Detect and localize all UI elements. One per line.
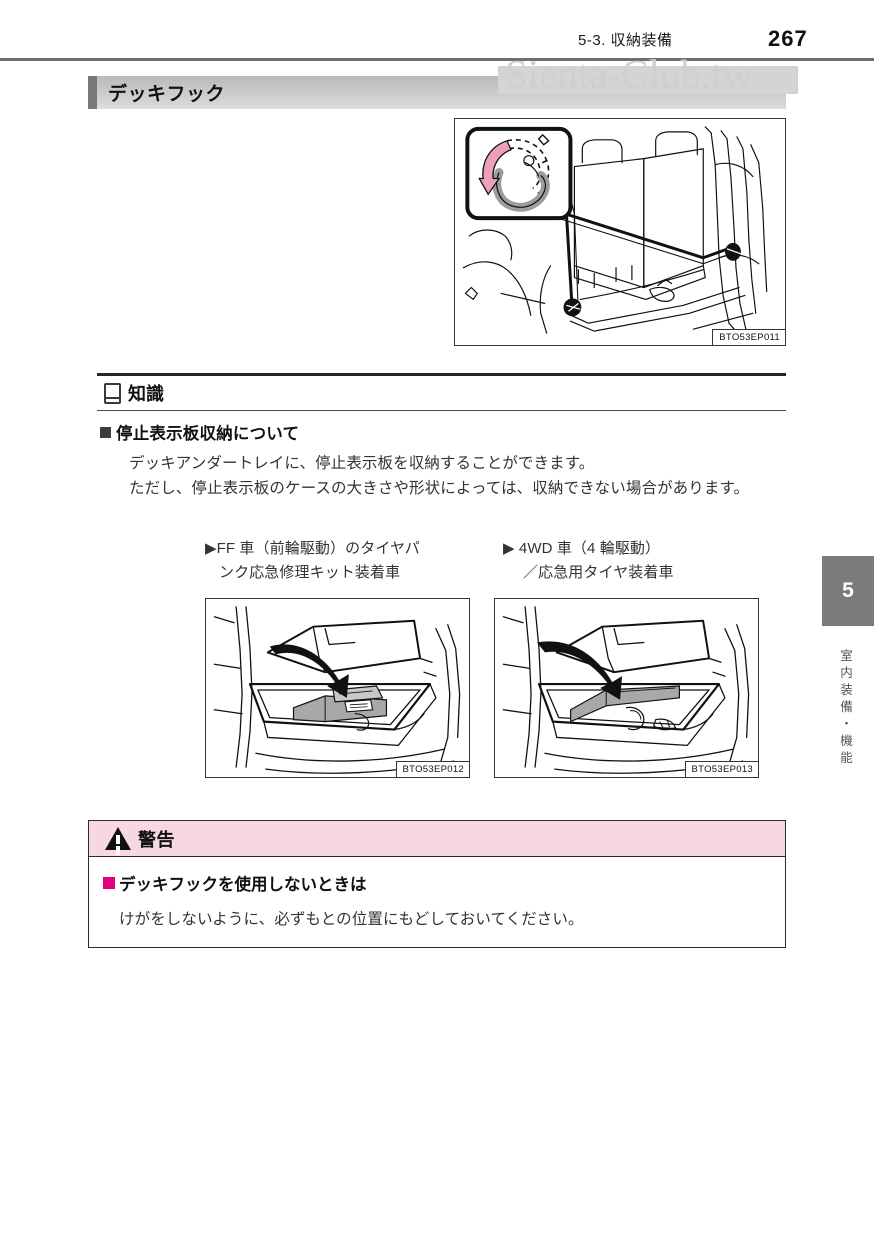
knowledge-divider-top bbox=[97, 373, 786, 376]
knowledge-subheading-text: 停止表示板収納について bbox=[116, 425, 300, 443]
close-lid-arrow bbox=[269, 644, 349, 698]
book-icon bbox=[104, 382, 121, 404]
side-tab-char: ・ bbox=[840, 717, 854, 731]
close-lid-arrow bbox=[537, 641, 623, 700]
hook-anchor-upper bbox=[725, 242, 741, 261]
knowledge-paragraph-2: ただし、停止表示板のケースの大きさや形状によっては、収納できない場合があります。 bbox=[129, 480, 750, 497]
figure-ff-undertray: BTO53EP012 bbox=[205, 598, 470, 778]
figure-code-main: BTO53EP011 bbox=[712, 329, 785, 345]
figure-code-ff: BTO53EP012 bbox=[395, 761, 469, 777]
fourwd-undertray-illustration bbox=[502, 606, 750, 774]
warning-box: 警告 デッキフックを使用しないときは けがをしないように、必ずもとの位置にもどし… bbox=[88, 820, 786, 948]
side-tab-number: 5 bbox=[842, 579, 854, 602]
side-tab-char: 能 bbox=[840, 751, 854, 765]
caption-4wd-line1: 4WD 車（4 輪駆動） bbox=[518, 540, 661, 557]
warning-text: けがをしないように、必ずもとの位置にもどしておいてください。 bbox=[119, 911, 584, 928]
caption-4wd: ▶ 4WD 車（4 輪駆動） ／応急用タイヤ装着車 bbox=[495, 537, 783, 585]
header-chapter-label: 5-3. 収納装備 bbox=[578, 32, 673, 49]
warning-triangle-icon bbox=[105, 827, 131, 850]
ff-undertray-illustration bbox=[213, 606, 461, 774]
figure-captions-row: ▶FF 車（前輪駆動）のタイヤパ ンク応急修理キット装着車 ▶ 4WD 車（4 … bbox=[205, 537, 785, 585]
knowledge-divider-bottom bbox=[97, 410, 786, 412]
deck-hook-illustration bbox=[462, 126, 768, 338]
warning-label: 警告 bbox=[138, 829, 175, 850]
section-title-label: デッキフック bbox=[108, 84, 226, 105]
section-accent-bar bbox=[88, 76, 97, 109]
knowledge-paragraph-1: デッキアンダートレイに、停止表示板を収納することができます。 bbox=[129, 455, 595, 472]
header-divider bbox=[0, 58, 874, 61]
page-header: 5-3. 収納装備 267 bbox=[0, 26, 874, 56]
figure-code-4wd: BTO53EP013 bbox=[684, 761, 758, 777]
caption-ff-line1: FF 車（前輪駆動）のタイヤパ bbox=[216, 540, 420, 557]
page-number: 267 bbox=[768, 26, 808, 51]
caption-ff-line2: ンク応急修理キット装着車 bbox=[219, 564, 401, 581]
side-tab-char: 室 bbox=[840, 649, 854, 663]
caption-marker-ff: ▶ bbox=[205, 540, 217, 557]
side-tab-chapter: 5 bbox=[822, 556, 874, 626]
figure-deck-hook-main: BTO53EP011 bbox=[454, 118, 786, 346]
side-tab-char: 機 bbox=[840, 734, 854, 748]
caption-marker-4wd: ▶ bbox=[503, 540, 515, 557]
warning-header: 警告 bbox=[89, 821, 785, 857]
side-tab-char: 備 bbox=[840, 700, 854, 714]
side-tab-char: 内 bbox=[840, 666, 854, 680]
side-tab-char: 装 bbox=[840, 683, 854, 697]
knowledge-subheading: 停止表示板収納について bbox=[100, 420, 299, 444]
square-bullet-icon bbox=[100, 426, 111, 438]
rotation-arrow-pink bbox=[478, 140, 512, 196]
magenta-square-bullet-icon bbox=[103, 877, 115, 889]
side-tab-vertical-label: 室 内 装 備 ・ 機 能 bbox=[828, 648, 866, 767]
caption-ff: ▶FF 車（前輪駆動）のタイヤパ ンク応急修理キット装着車 bbox=[205, 537, 495, 585]
warning-subheading: デッキフックを使用しないときは bbox=[103, 871, 785, 895]
caption-4wd-line2: ／応急用タイヤ装着車 bbox=[523, 564, 674, 581]
warning-body: デッキフックを使用しないときは けがをしないように、必ずもとの位置にもどしておい… bbox=[89, 857, 785, 929]
watermark-band bbox=[498, 66, 798, 94]
knowledge-body: デッキアンダートレイに、停止表示板を収納することができます。 ただし、停止表示板… bbox=[129, 451, 789, 501]
warning-subheading-text: デッキフックを使用しないときは bbox=[119, 876, 367, 894]
figure-4wd-undertray: BTO53EP013 bbox=[494, 598, 759, 778]
knowledge-header: 知識 bbox=[104, 379, 164, 407]
knowledge-label: 知識 bbox=[128, 384, 164, 404]
